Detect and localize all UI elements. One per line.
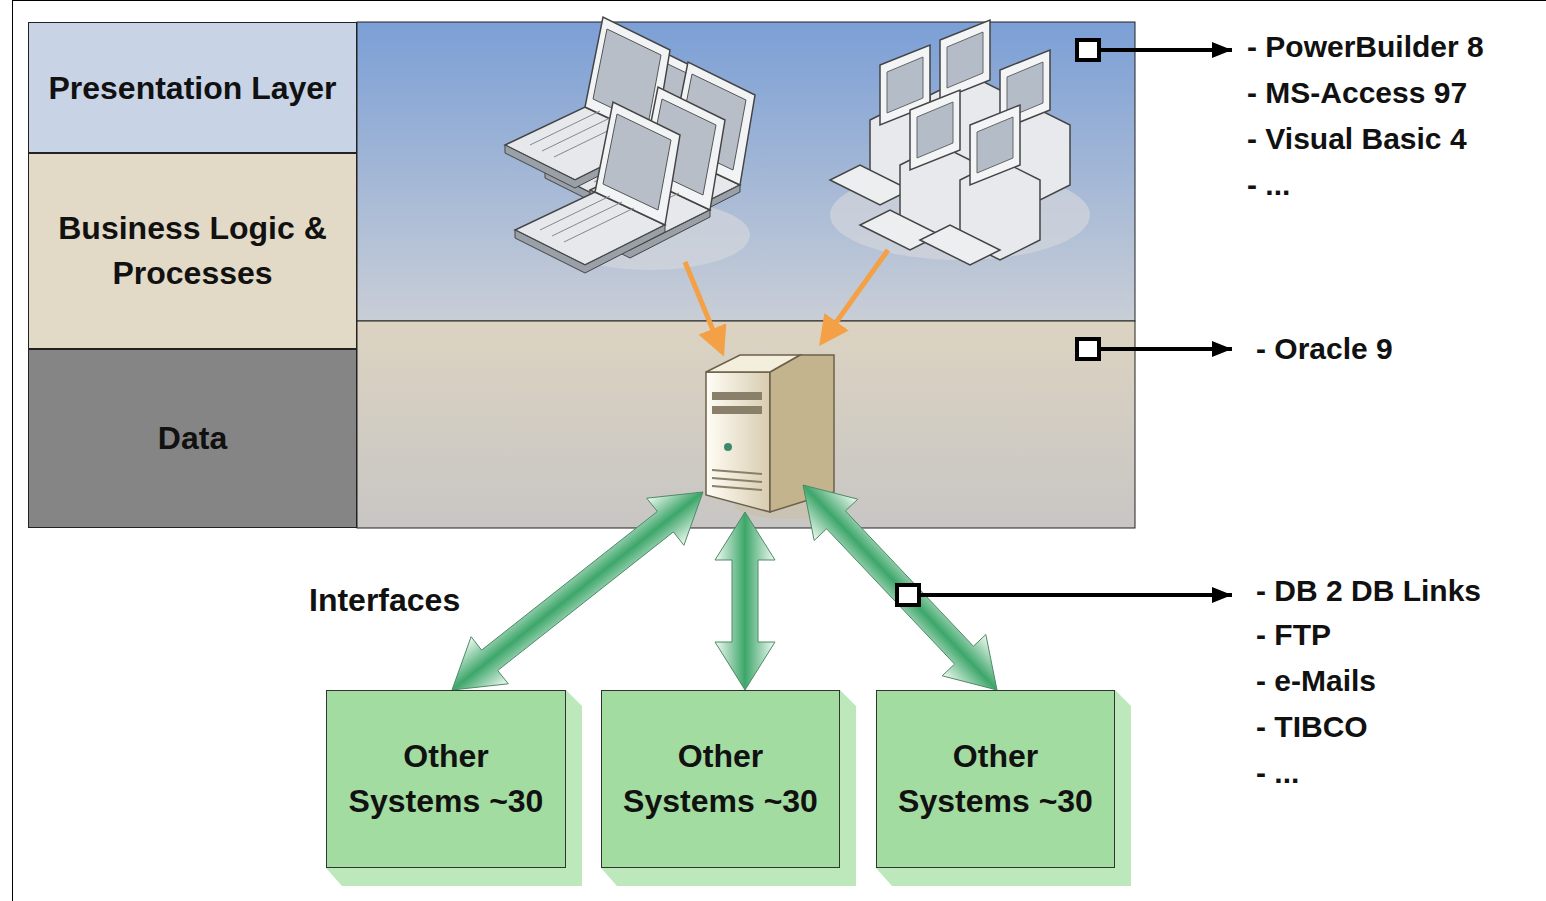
green-box-shadows bbox=[326, 690, 1131, 886]
presentation-region bbox=[357, 22, 1135, 321]
desktop-monitor bbox=[940, 20, 990, 100]
node-text: Business Logic & Processes bbox=[41, 206, 344, 296]
desktop-monitor bbox=[910, 90, 960, 170]
system-box: Other Systems ~30 bbox=[326, 690, 566, 868]
technology-item: - ... bbox=[1256, 755, 1299, 791]
technology-item: - FTP bbox=[1256, 617, 1331, 653]
technology-item: - PowerBuilder 8 bbox=[1247, 29, 1484, 65]
desktop-keyboard bbox=[920, 225, 1000, 265]
logic-data-region bbox=[357, 321, 1135, 528]
technology-item: - TIBCO bbox=[1256, 709, 1368, 745]
node-text: Presentation Layer bbox=[48, 65, 336, 111]
technology-item: - Oracle 9 bbox=[1256, 331, 1393, 367]
system-box: Other Systems ~30 bbox=[601, 690, 840, 868]
desktop-screen bbox=[887, 57, 923, 113]
layer-band: Presentation Layer bbox=[28, 22, 357, 153]
technology-item: - e-Mails bbox=[1256, 663, 1376, 699]
technology-item: - DB 2 DB Links bbox=[1256, 573, 1481, 609]
laptop-edge bbox=[515, 225, 665, 273]
desktop-screen bbox=[977, 117, 1013, 173]
desktop-keyboard bbox=[830, 165, 910, 205]
interface-arrow bbox=[715, 512, 775, 690]
client-arrow bbox=[685, 262, 722, 352]
desktop-screen bbox=[947, 32, 983, 88]
keyboard-row bbox=[564, 208, 634, 242]
technology-item: - Visual Basic 4 bbox=[1247, 121, 1467, 157]
interface-arrows bbox=[452, 485, 997, 690]
laptop-screen bbox=[603, 114, 671, 210]
node-text: Other Systems ~30 bbox=[895, 734, 1096, 824]
callout-markers bbox=[897, 40, 1232, 605]
layer-band: Data bbox=[28, 349, 357, 528]
node-text: Data bbox=[158, 416, 227, 461]
interface-arrow bbox=[803, 485, 997, 690]
node-text: Other Systems ~30 bbox=[620, 734, 821, 824]
interface-arrow bbox=[452, 492, 703, 690]
desktop-monitor bbox=[970, 105, 1020, 185]
client-arrow bbox=[822, 250, 888, 342]
layer-band: Business Logic & Processes bbox=[28, 153, 357, 349]
interfaces-label: Interfaces bbox=[307, 582, 462, 618]
client-computers bbox=[505, 17, 1090, 273]
technology-item: - ... bbox=[1247, 167, 1290, 203]
node-text: Other Systems ~30 bbox=[345, 734, 547, 824]
laptop-lid bbox=[595, 102, 680, 225]
system-box: Other Systems ~30 bbox=[876, 690, 1115, 868]
technology-item: - MS-Access 97 bbox=[1247, 75, 1467, 111]
frame bbox=[13, 1, 1546, 901]
desktop-screen bbox=[917, 102, 953, 158]
